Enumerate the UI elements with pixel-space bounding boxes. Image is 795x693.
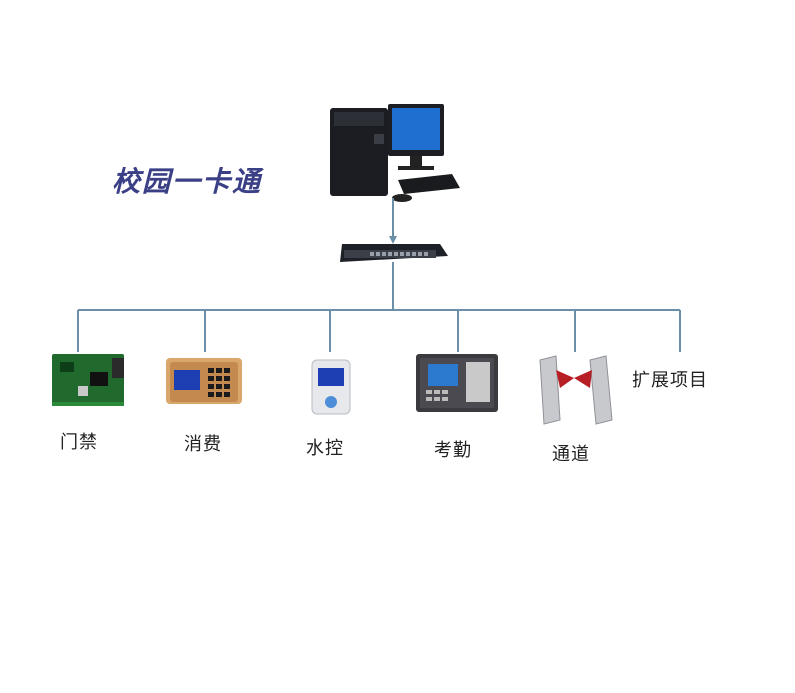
water-control-icon <box>311 359 351 415</box>
connection-lines <box>77 198 681 352</box>
diagram-title: 校园一卡通 <box>112 165 263 198</box>
computer-icon <box>330 104 460 202</box>
network-switch-icon <box>340 244 448 262</box>
device-label-water-control: 水控 <box>306 438 344 459</box>
device-label-access-control: 门禁 <box>60 432 98 453</box>
device-label-attendance: 考勤 <box>434 440 472 461</box>
turnstile-gate-icon <box>539 355 613 425</box>
extension-label: 扩展项目 <box>632 370 708 391</box>
consumption-terminal-icon <box>166 358 242 404</box>
device-label-consumption: 消费 <box>184 434 222 455</box>
attendance-machine-icon <box>416 354 498 412</box>
access-control-board-icon <box>52 354 124 406</box>
device-label-channel: 通道 <box>552 444 590 465</box>
